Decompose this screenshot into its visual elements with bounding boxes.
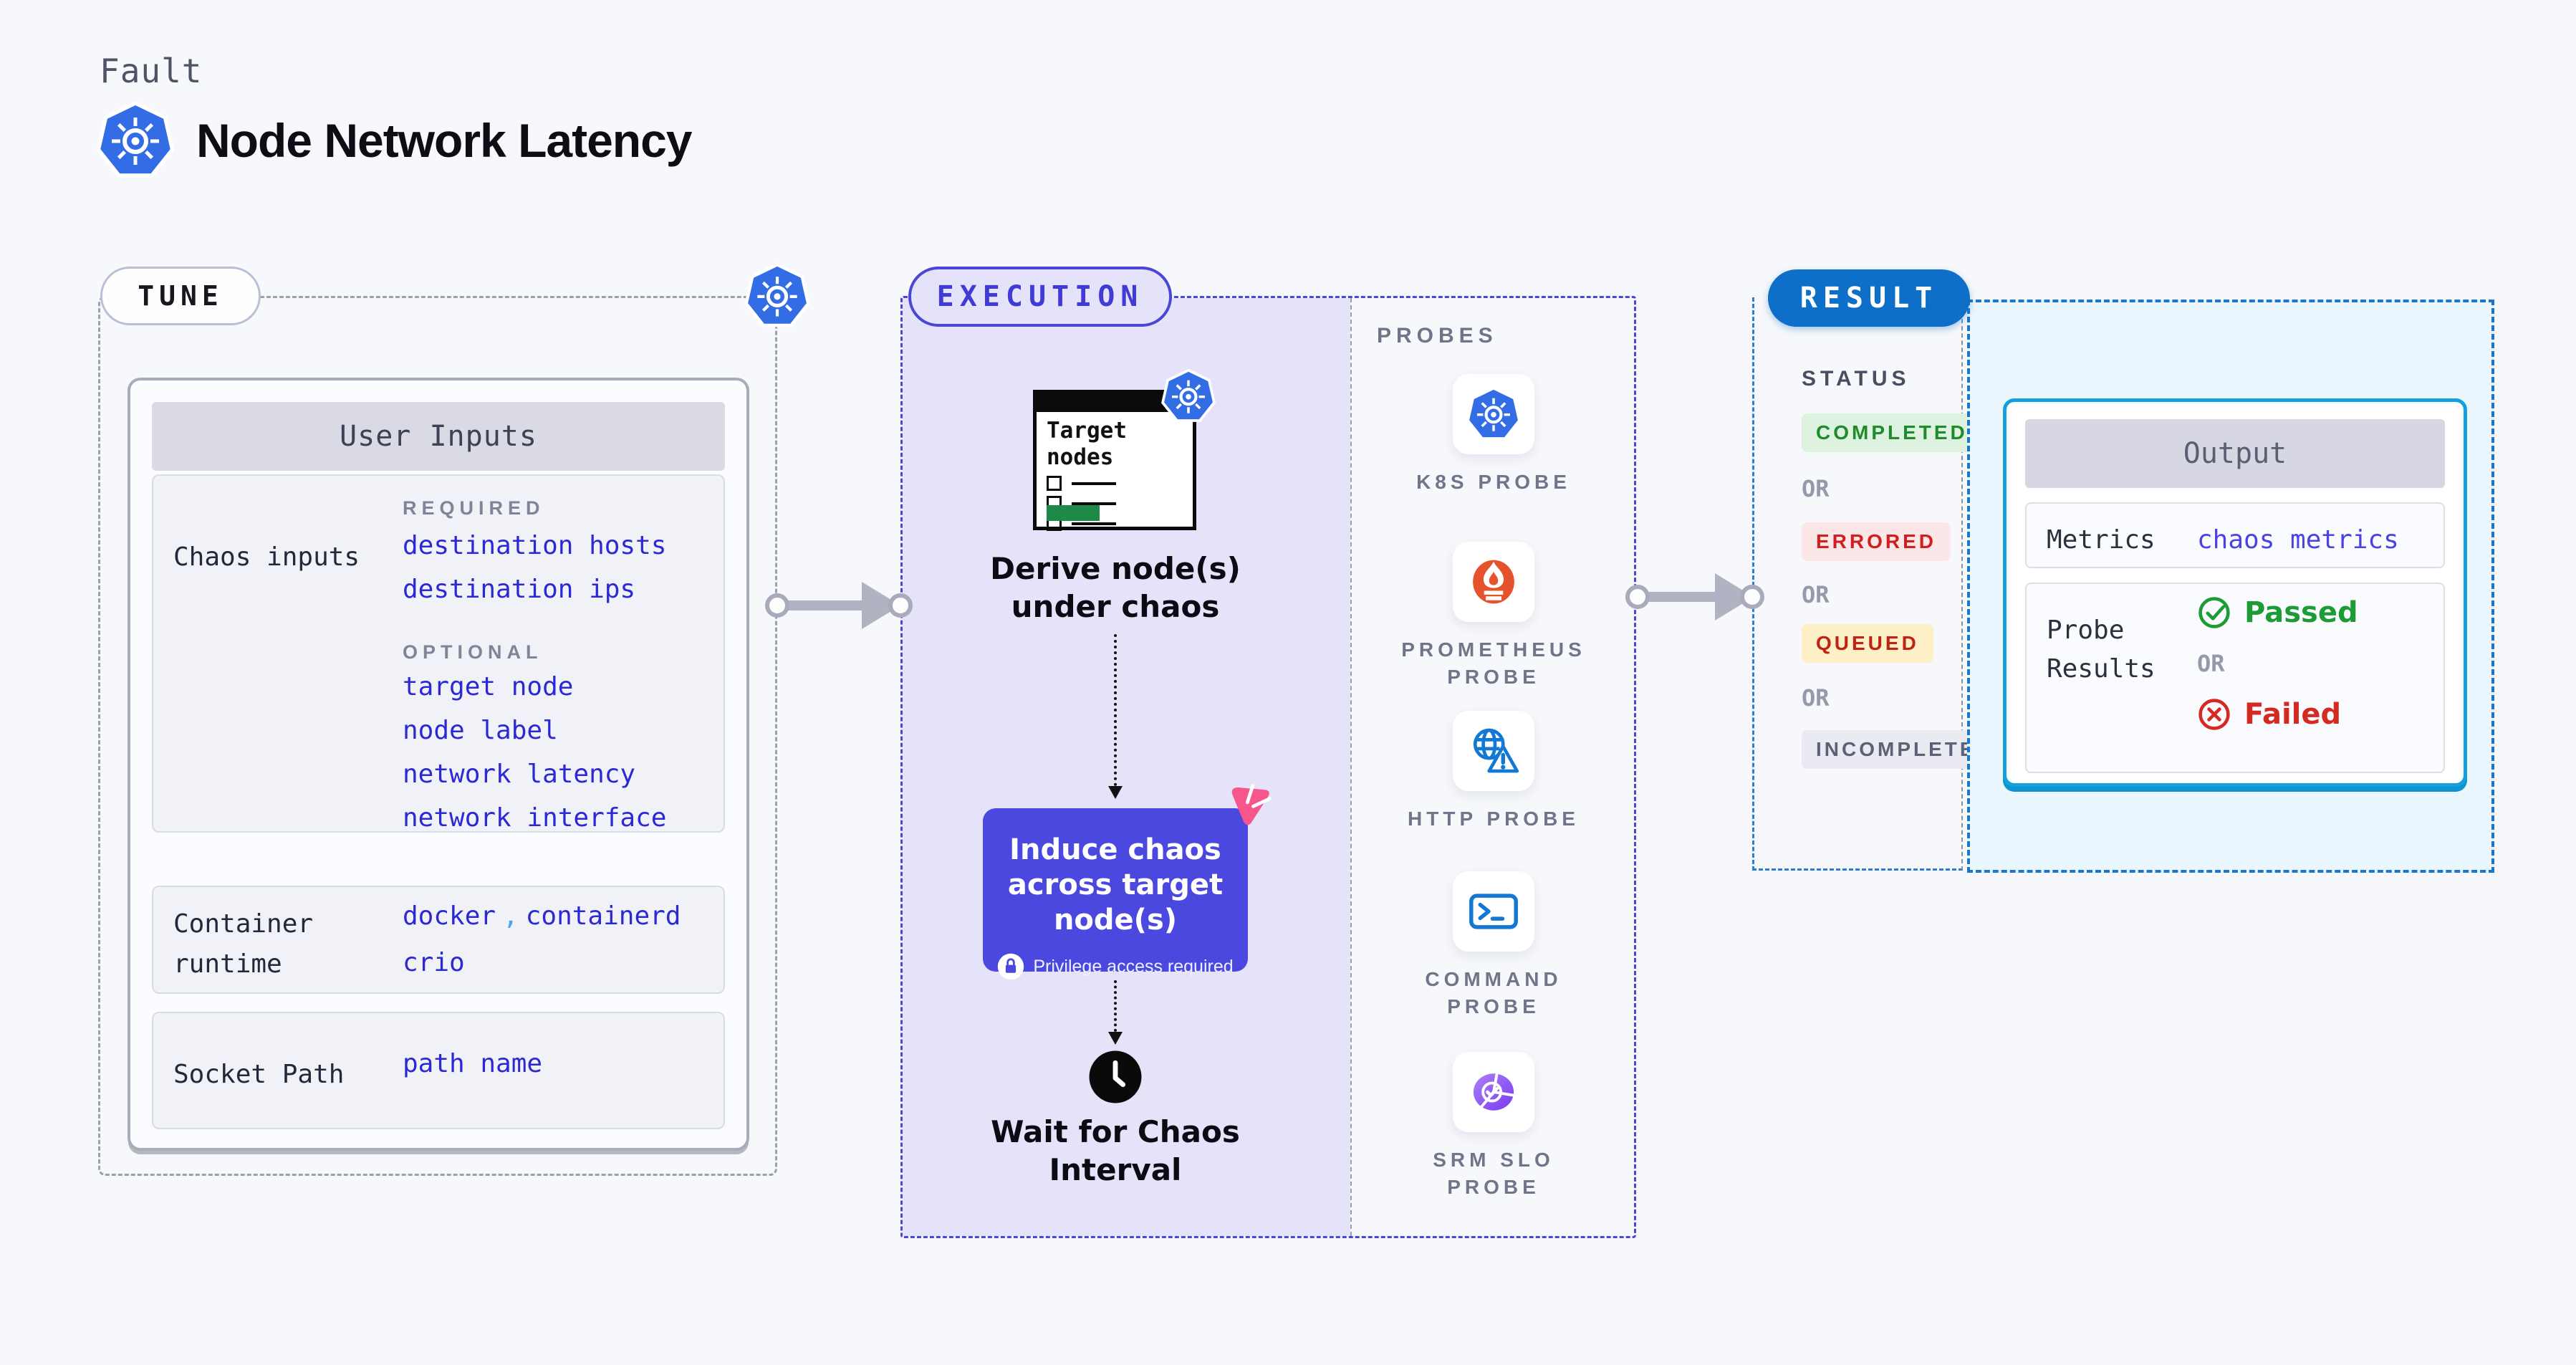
probes-label: PROBES — [1377, 324, 1498, 348]
kubernetes-icon — [1160, 368, 1216, 424]
socket-path-link[interactable]: path name — [403, 1049, 543, 1078]
induce-chaos-label: Induce chaos across target node(s) — [1007, 833, 1224, 937]
chaos-metrics-link[interactable]: chaos metrics — [2197, 525, 2399, 555]
litmus-chaos-icon — [1225, 781, 1274, 830]
kubernetes-icon — [744, 262, 811, 330]
probe-item-prometheus: PROMETHEUS PROBE — [1351, 542, 1636, 691]
wait-interval-step: Wait for Chaos Interval — [991, 1114, 1240, 1187]
connector-node — [888, 593, 913, 618]
flow-dotted-arrow — [1108, 980, 1123, 1045]
metrics-row: Metrics chaos metrics — [2025, 502, 2445, 568]
probe-label: SRM SLO PROBE — [1433, 1149, 1554, 1198]
target-nodes-card: Target nodes — [1033, 390, 1196, 532]
or-separator: OR — [1802, 684, 1830, 712]
input-link-node-label[interactable]: node label — [403, 716, 558, 745]
failed-label: Failed — [2244, 698, 2342, 731]
globe-warning-icon — [1453, 711, 1534, 791]
socket-path-label: Socket Path — [173, 1060, 345, 1089]
failed-result: Failed — [2197, 697, 2341, 732]
target-nodes-label: Target nodes — [1047, 418, 1127, 470]
flow-arrow-shaft — [777, 600, 865, 610]
input-link-network-latency[interactable]: network latency — [403, 760, 636, 789]
execution-section-label: EXECUTION — [908, 267, 1172, 327]
check-circle-icon — [2198, 597, 2230, 628]
input-link-network-interface[interactable]: network interface — [403, 803, 667, 833]
runtime-separator: , — [503, 901, 519, 931]
status-panel: STATUS COMPLETED OR ERRORED OR QUEUED OR… — [1752, 297, 2008, 871]
status-badge-queued: QUEUED — [1802, 624, 1933, 663]
slo-check-icon — [1453, 1052, 1534, 1132]
container-runtime-values: docker,containerd crio — [403, 901, 681, 977]
status-label: STATUS — [1802, 367, 1911, 391]
result-section-label: RESULT — [1768, 269, 1970, 327]
user-inputs-title: User Inputs — [152, 402, 725, 471]
probe-item-srm-slo: SRM SLO PROBE — [1351, 1052, 1636, 1201]
probe-label: HTTP PROBE — [1408, 808, 1580, 830]
tune-section-container — [98, 296, 777, 1176]
connector-node — [1625, 585, 1650, 609]
lock-icon — [998, 954, 1024, 980]
container-runtime-label: Container runtime — [173, 909, 314, 979]
fault-kicker: Fault — [100, 52, 203, 90]
selection-bar — [1047, 505, 1100, 521]
induce-chaos-step: Induce chaos across target node(s) Privi… — [983, 808, 1248, 980]
flow-arrow-shaft — [1638, 592, 1718, 602]
kubernetes-icon — [95, 100, 176, 181]
probes-panel — [1350, 298, 1634, 1236]
derive-nodes-step: Derive node(s) under chaos — [990, 551, 1241, 624]
prometheus-icon — [1453, 542, 1534, 622]
terminal-icon — [1453, 871, 1534, 952]
probe-item-command: COMMAND PROBE — [1351, 871, 1636, 1020]
or-separator: OR — [2197, 650, 2225, 677]
probe-results-label: Probe Results — [2047, 616, 2156, 684]
x-circle-icon — [2198, 699, 2230, 730]
privilege-note: Privilege access required — [983, 953, 1248, 980]
flow-dotted-arrow — [1108, 634, 1123, 799]
connector-node — [1740, 585, 1764, 609]
runtime-link-docker[interactable]: docker — [403, 901, 496, 931]
passed-label: Passed — [2244, 596, 2358, 629]
node-checklist-row — [1047, 476, 1193, 492]
passed-result: Passed — [2197, 595, 2358, 630]
probe-label: PROMETHEUS PROBE — [1401, 638, 1586, 688]
probe-label: K8S PROBE — [1416, 471, 1571, 493]
or-separator: OR — [1802, 581, 1830, 608]
page-title: Node Network Latency — [196, 114, 692, 167]
runtime-link-containerd[interactable]: containerd — [525, 901, 681, 931]
container-runtime-row: Container runtime docker,containerd crio — [152, 886, 725, 994]
socket-path-row: Socket Path path name — [152, 1012, 725, 1129]
chaos-inputs-label: Chaos inputs — [173, 542, 360, 572]
probe-results-row: Probe Results Passed OR Failed — [2025, 583, 2445, 773]
status-badge-errored: ERRORED — [1802, 522, 1951, 561]
privilege-note-text: Privilege access required — [1033, 956, 1234, 977]
probe-item-k8s: K8S PROBE — [1351, 374, 1636, 496]
optional-label: OPTIONAL — [403, 641, 543, 663]
chaos-inputs-row: Chaos inputs REQUIRED destination hosts … — [152, 474, 725, 833]
chaos-inputs-values: REQUIRED destination hosts destination i… — [403, 497, 666, 847]
status-badge-completed: COMPLETED — [1802, 413, 1982, 452]
clock-icon — [1088, 1050, 1143, 1104]
or-separator: OR — [1802, 475, 1830, 502]
connector-node — [765, 593, 789, 618]
input-link-destination-ips[interactable]: destination ips — [403, 575, 636, 604]
probe-label: COMMAND PROBE — [1425, 968, 1562, 1017]
runtime-link-crio[interactable]: crio — [403, 948, 465, 977]
user-inputs-card: User Inputs Chaos inputs REQUIRED destin… — [128, 378, 749, 1151]
metrics-label: Metrics — [2047, 525, 2156, 555]
output-card: Output Metrics chaos metrics Probe Resul… — [2003, 398, 2467, 787]
output-title: Output — [2025, 419, 2445, 488]
input-link-target-node[interactable]: target node — [403, 672, 574, 701]
required-label: REQUIRED — [403, 497, 545, 519]
tune-section-label: TUNE — [100, 267, 261, 325]
kubernetes-icon — [1453, 374, 1534, 454]
probe-item-http: HTTP PROBE — [1351, 711, 1636, 833]
input-link-destination-hosts[interactable]: destination hosts — [403, 531, 667, 560]
